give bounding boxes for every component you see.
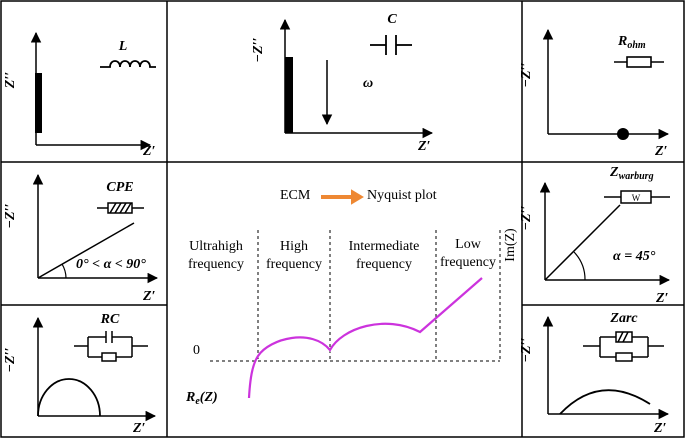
y-axis-label: −Z′′ xyxy=(519,62,534,87)
ecm-label: ECM xyxy=(280,188,311,203)
x-axis-label: Z′ xyxy=(655,291,669,306)
rc-label: RC xyxy=(100,312,120,327)
warburg-line xyxy=(544,204,621,281)
panel-zarc: −Z′′ Z′ Zarc xyxy=(519,311,670,436)
x-axis-label: Z′ xyxy=(653,421,667,436)
warburg-box-label: W xyxy=(632,193,641,203)
nyquist-label: Nyquist plot xyxy=(367,188,437,203)
region-intermediate-line2: frequency xyxy=(356,257,412,272)
re-axis-label: Re(Z) xyxy=(185,390,218,407)
panel-cpe: −Z′′ Z′ CPE 0° < α < 90° xyxy=(3,173,159,304)
panel-inductor: Z′′ Z′ L xyxy=(3,31,156,159)
center-panel: ECM Nyquist plot Ultrahigh frequency Hig… xyxy=(185,188,518,407)
region-high-line2: frequency xyxy=(266,257,322,272)
y-axis-label: −Z′′ xyxy=(519,337,534,362)
region-high-line1: High xyxy=(280,239,308,254)
region-low-line1: Low xyxy=(455,237,482,252)
zarc-circuit-icon xyxy=(583,331,664,362)
x-axis-label: Z′ xyxy=(142,144,156,159)
capacitor-plot-bar xyxy=(285,57,293,133)
y-axis-label: −Z′′ xyxy=(3,203,18,228)
zarc-arc xyxy=(559,389,651,415)
inductor-plot-bar xyxy=(35,73,42,133)
inductor-label: L xyxy=(118,39,128,54)
panel-resistor: −Z′′ Z′ Rohm xyxy=(519,28,670,159)
panel-warburg: −Z′′ Z′ Zwarburg α = 45° W xyxy=(519,165,671,306)
panel-capacitor: ω −Z′′ Z′ C xyxy=(251,12,434,154)
zero-label: 0 xyxy=(193,343,200,358)
y-axis-label: Z′′ xyxy=(3,72,18,89)
rc-semicircle xyxy=(37,378,101,417)
x-axis-label: Z′ xyxy=(142,289,156,304)
x-axis-label: Z′ xyxy=(417,139,431,154)
warburg-label: Zwarburg xyxy=(609,165,654,182)
im-axis-label: Im(Z) xyxy=(503,228,518,262)
capacitor-label: C xyxy=(387,12,397,27)
cpe-label: CPE xyxy=(106,180,133,195)
cpe-condition: 0° < α < 90° xyxy=(76,257,146,272)
panel-rc: −Z′′ Z′ RC xyxy=(3,312,157,436)
y-axis-label: −Z′′ xyxy=(519,205,534,230)
cpe-line xyxy=(37,222,135,279)
x-axis-label: Z′ xyxy=(132,421,146,436)
x-axis-label: Z′ xyxy=(654,144,668,159)
region-ultrahigh-line1: Ultrahigh xyxy=(189,239,243,254)
capacitor-symbol-icon xyxy=(370,35,412,55)
ecm-arrow-icon xyxy=(321,189,364,205)
warburg-symbol-icon xyxy=(604,190,670,204)
y-axis-label: −Z′′ xyxy=(3,347,18,372)
angle-arc xyxy=(61,263,67,279)
angle-arc xyxy=(573,251,586,281)
y-axis-label: −Z′′ xyxy=(251,37,266,62)
nyquist-curve xyxy=(247,277,483,399)
region-intermediate-line1: Intermediate xyxy=(349,239,420,254)
resistor-symbol-icon xyxy=(614,56,664,68)
rc-circuit-icon xyxy=(74,331,148,362)
warburg-condition: α = 45° xyxy=(613,249,656,264)
region-ultrahigh-line2: frequency xyxy=(188,257,244,272)
zarc-label: Zarc xyxy=(609,311,638,326)
resistor-point xyxy=(617,128,629,140)
region-low-line2: frequency xyxy=(440,255,496,270)
region-dividers xyxy=(210,230,501,362)
omega-label: ω xyxy=(363,76,373,91)
inductor-coil-icon xyxy=(100,60,156,68)
resistor-label: Rohm xyxy=(617,34,646,51)
cpe-symbol-icon xyxy=(97,202,144,214)
